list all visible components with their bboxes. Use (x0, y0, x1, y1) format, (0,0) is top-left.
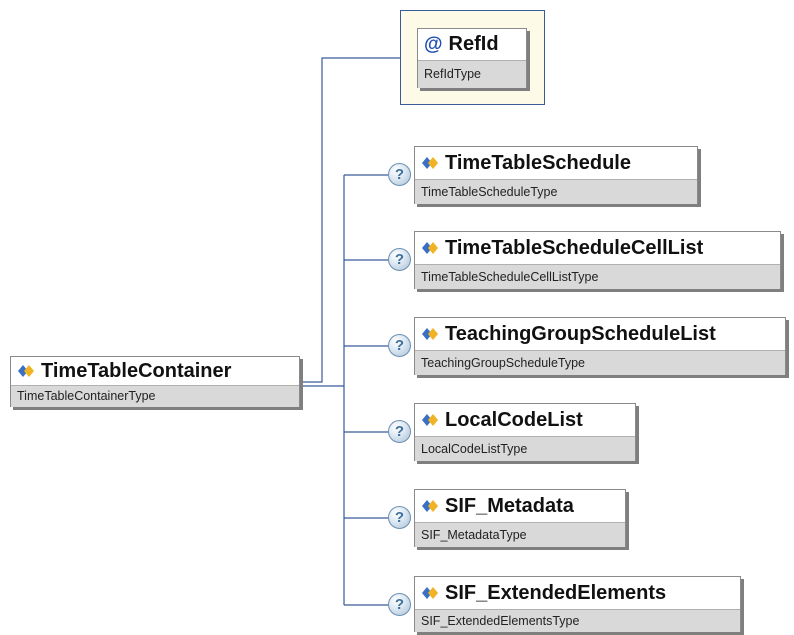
connector-to-attribute (300, 57, 400, 383)
child-element-name: TimeTableSchedule (445, 151, 631, 174)
element-icon (422, 414, 438, 426)
child-element-node[interactable]: TimeTableSchedule TimeTableScheduleType (414, 146, 698, 204)
root-element-node[interactable]: TimeTableContainer TimeTableContainerTyp… (10, 356, 300, 407)
child-element-name: SIF_Metadata (445, 494, 574, 517)
at-sign-icon: @ (424, 34, 443, 55)
child-element-name: TeachingGroupScheduleList (445, 322, 716, 345)
child-element-node[interactable]: SIF_Metadata SIF_MetadataType (414, 489, 626, 547)
child-element-node[interactable]: TeachingGroupScheduleList TeachingGroupS… (414, 317, 786, 375)
child-element-type: LocalCodeListType (415, 436, 635, 461)
attribute-type: RefIdType (418, 60, 526, 88)
attribute-title: @ RefId (418, 29, 526, 60)
child-element-node[interactable]: SIF_ExtendedElements SIF_ExtendedElement… (414, 576, 741, 632)
child-element-name: TimeTableScheduleCellList (445, 236, 704, 259)
root-element-name: TimeTableContainer (41, 359, 232, 382)
element-icon (422, 587, 438, 599)
optional-indicator-icon: ? (388, 163, 411, 186)
optional-indicator-icon: ? (388, 420, 411, 443)
root-element-title: TimeTableContainer (11, 357, 299, 385)
child-element-name: LocalCodeList (445, 408, 583, 431)
element-icon (422, 242, 438, 254)
child-element-type: SIF_MetadataType (415, 522, 625, 547)
optional-indicator-icon: ? (388, 248, 411, 271)
child-element-title: LocalCodeList (415, 404, 635, 436)
optional-indicator-icon: ? (388, 593, 411, 616)
root-element-type: TimeTableContainerType (11, 385, 299, 407)
child-element-title: SIF_ExtendedElements (415, 577, 740, 609)
child-element-type: TimeTableScheduleCellListType (415, 264, 780, 289)
element-icon (18, 365, 34, 377)
child-element-name: SIF_ExtendedElements (445, 581, 667, 604)
child-element-title: TimeTableScheduleCellList (415, 232, 780, 264)
element-icon (422, 157, 438, 169)
child-element-title: TeachingGroupScheduleList (415, 318, 785, 350)
child-element-node[interactable]: TimeTableScheduleCellList TimeTableSched… (414, 231, 781, 289)
child-element-title: SIF_Metadata (415, 490, 625, 522)
element-icon (422, 328, 438, 340)
child-element-type: TimeTableScheduleType (415, 179, 697, 204)
child-element-type: SIF_ExtendedElementsType (415, 609, 740, 632)
child-element-node[interactable]: LocalCodeList LocalCodeListType (414, 403, 636, 461)
optional-indicator-icon: ? (388, 506, 411, 529)
child-element-type: TeachingGroupScheduleType (415, 350, 785, 375)
attribute-node[interactable]: @ RefId RefIdType (417, 28, 527, 88)
optional-indicator-icon: ? (388, 334, 411, 357)
child-element-title: TimeTableSchedule (415, 147, 697, 179)
element-icon (422, 500, 438, 512)
attribute-name: RefId (448, 33, 499, 55)
